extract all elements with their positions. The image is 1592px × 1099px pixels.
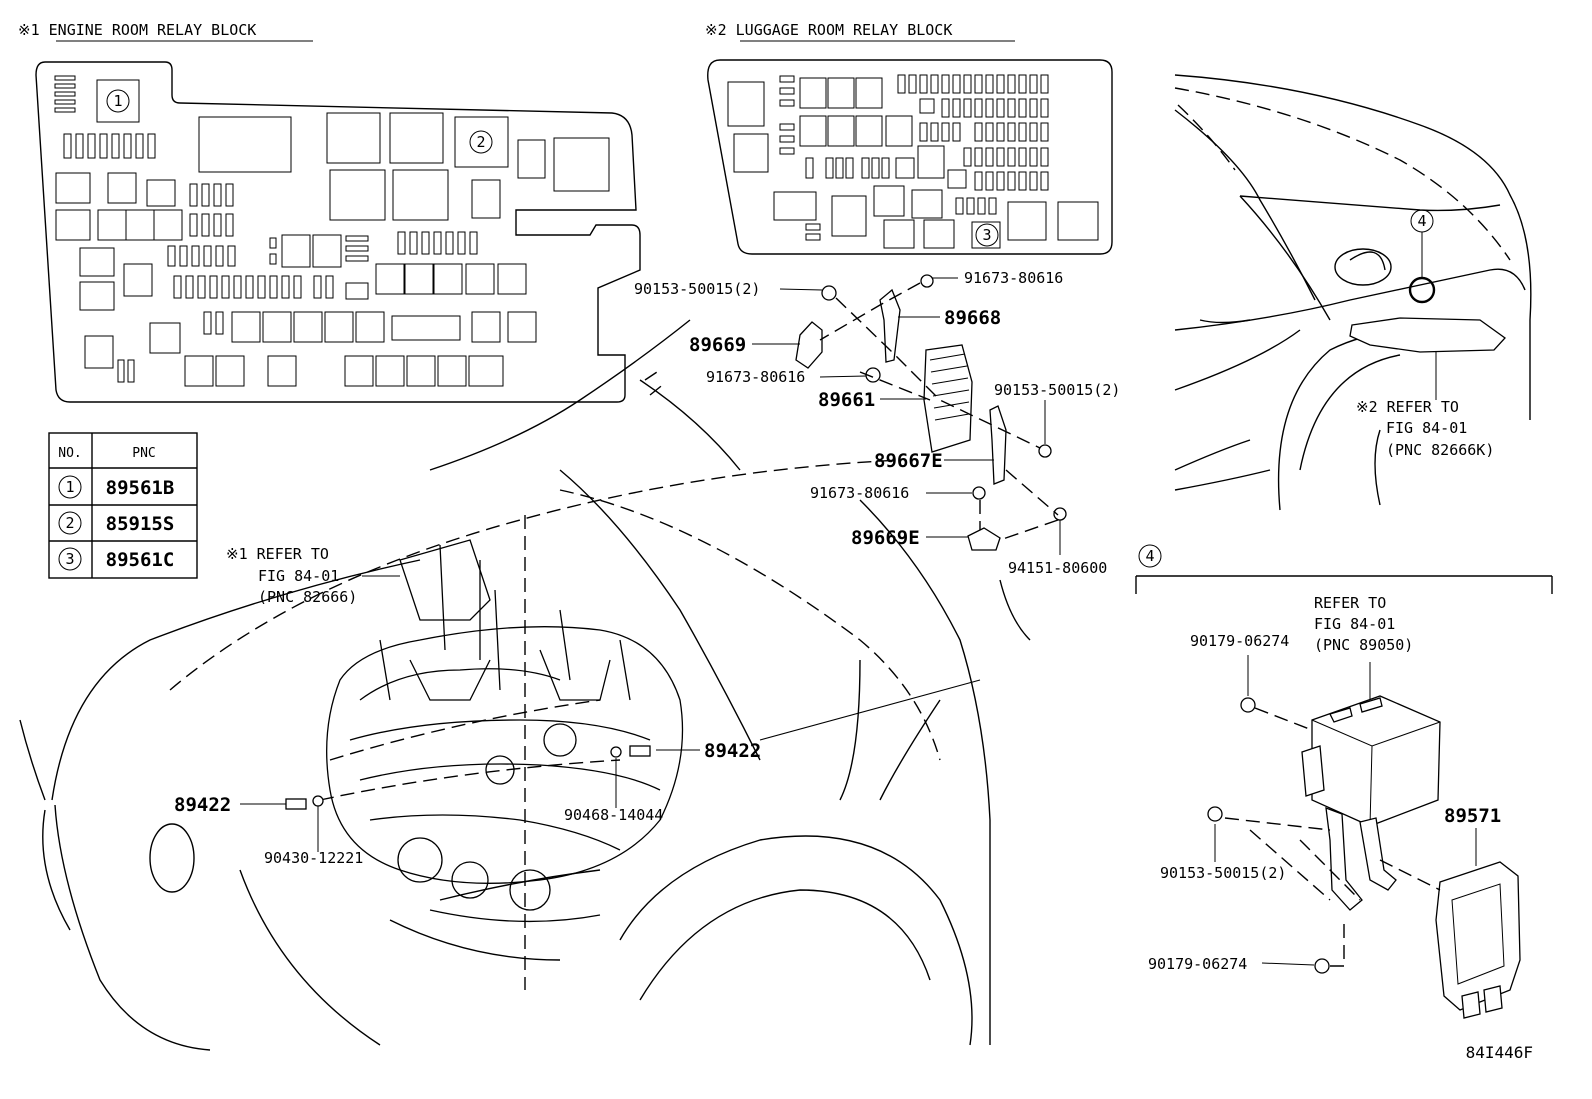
ref2-line3: (PNC 82666K) [1386, 441, 1494, 459]
sensor-89422-right [610, 745, 651, 802]
part-label-90153-50015: 90153-50015(2) [994, 381, 1120, 399]
bracket-89669e [967, 527, 1001, 551]
bracket-89668 [879, 288, 901, 363]
table-header-no: NO. [58, 446, 81, 461]
luggage-block-marker-3: 3 [982, 226, 991, 244]
engine-room-relay-block: 1 2 [35, 61, 641, 403]
part-label-90153-50015: 90153-50015(2) [1160, 864, 1286, 882]
table-row-pnc: 89561C [106, 549, 175, 571]
part-label-94151-80600: 94151-80600 [1008, 559, 1107, 577]
ref2-line1: ※2 REFER TO [1356, 398, 1459, 416]
rear-car-outline [1174, 74, 1532, 511]
ref4-line2: FIG 84-01 [1314, 615, 1395, 633]
luggage-room-relay-block: 3 [707, 59, 1113, 255]
part-label-90153-50015: 90153-50015(2) [634, 280, 760, 298]
ref1-line1: ※1 REFER TO [226, 545, 329, 563]
engine-assembly [319, 539, 684, 923]
part-label-89422: 89422 [704, 740, 761, 762]
part-label-90468-14044: 90468-14044 [564, 806, 663, 824]
ref4-line1: REFER TO [1314, 594, 1386, 612]
engine-block-marker-1: 1 [113, 92, 122, 110]
callout-4-car: 4 [1417, 212, 1426, 230]
part-label-90179-06274: 90179-06274 [1148, 955, 1247, 973]
part-label-89571: 89571 [1444, 805, 1501, 827]
ecu-89661 [923, 344, 973, 453]
part-label-89669: 89669 [689, 334, 746, 356]
part-label-89668: 89668 [944, 307, 1001, 329]
part-label-91673-80616: 91673-80616 [706, 368, 805, 386]
figure-id: 84I446F [1466, 1043, 1533, 1062]
ref4-line3: (PNC 89050) [1314, 636, 1413, 654]
part-label-89661: 89661 [818, 389, 875, 411]
leader-lines [240, 277, 1061, 852]
pnc-table: NO. PNC 1 2 3 89561B 85915S 89561C [48, 432, 198, 579]
table-row-no: 1 [65, 478, 74, 496]
bracket-89669 [795, 321, 823, 369]
bolt-icon [821, 274, 1067, 521]
ref1-line2: FIG 84-01 [258, 567, 339, 585]
callout-4-detail: 4 [1145, 547, 1154, 565]
engine-room-header: ※1 ENGINE ROOM RELAY BLOCK [18, 21, 256, 39]
part-label-90179-06274: 90179-06274 [1190, 632, 1289, 650]
table-row-no: 2 [65, 514, 74, 532]
table-row-pnc: 89561B [106, 477, 175, 499]
detail-4 [1135, 544, 1553, 1019]
part-label-89422: 89422 [174, 794, 231, 816]
table-row-pnc: 85915S [106, 513, 175, 535]
table-header-pnc: PNC [132, 446, 155, 461]
part-label-91673-80616: 91673-80616 [810, 484, 909, 502]
part-label-91673-80616: 91673-80616 [964, 269, 1063, 287]
part-label-89669e: 89669E [851, 527, 920, 549]
table-row-no: 3 [65, 550, 74, 568]
engine-block-marker-2: 2 [476, 133, 485, 151]
front-car-outline [19, 319, 1031, 1051]
ref2-line2: FIG 84-01 [1386, 419, 1467, 437]
bracket-89667e [989, 405, 1007, 485]
part-label-89667e: 89667E [874, 450, 943, 472]
sensor-89422-left [285, 795, 324, 850]
ref1-line3: (PNC 82666) [258, 588, 357, 606]
part-label-90430-12221: 90430-12221 [264, 849, 363, 867]
luggage-room-header: ※2 LUGGAGE ROOM RELAY BLOCK [705, 21, 952, 39]
